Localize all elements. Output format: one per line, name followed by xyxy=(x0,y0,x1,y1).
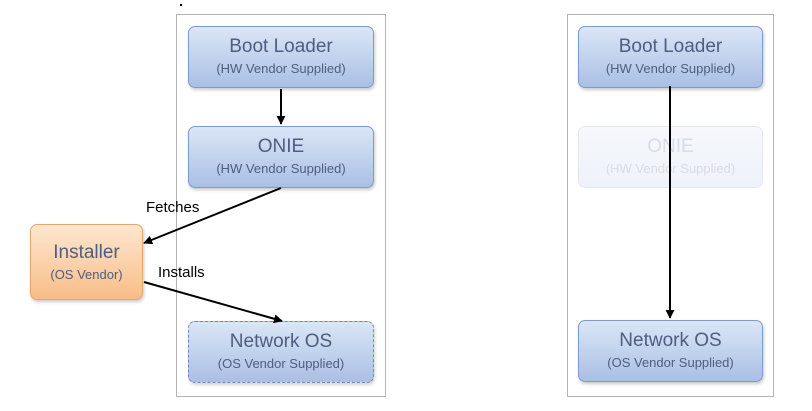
boot-loader-box-left: Boot Loader (HW Vendor Supplied) xyxy=(188,26,374,88)
installer-box: Installer (OS Vendor) xyxy=(30,224,143,300)
onie-box-left: ONIE (HW Vendor Supplied) xyxy=(188,126,374,188)
network-os-subtitle-left: (OS Vendor Supplied) xyxy=(217,356,345,371)
installer-subtitle: (OS Vendor) xyxy=(50,267,123,282)
fetches-label: Fetches xyxy=(146,199,200,216)
onie-subtitle-left: (HW Vendor Supplied) xyxy=(216,161,346,176)
boot-loader-subtitle-left: (HW Vendor Supplied) xyxy=(216,61,346,76)
onie-title-right: ONIE xyxy=(647,136,694,157)
network-os-subtitle-right: (OS Vendor Supplied) xyxy=(607,355,734,370)
onie-box-right-faded: ONIE (HW Vendor Supplied) xyxy=(578,126,763,188)
onie-subtitle-right: (HW Vendor Supplied) xyxy=(605,161,736,176)
installer-title: Installer xyxy=(53,242,120,263)
boot-loader-subtitle-right: (HW Vendor Supplied) xyxy=(605,61,736,76)
network-os-title-right: Network OS xyxy=(619,330,722,351)
boot-loader-title-right: Boot Loader xyxy=(618,36,723,57)
boot-loader-box-right: Boot Loader (HW Vendor Supplied) xyxy=(578,26,763,88)
installs-label: Installs xyxy=(158,264,205,281)
onie-title-left: ONIE xyxy=(257,136,305,157)
stray-dot xyxy=(180,4,182,6)
network-os-title-left: Network OS xyxy=(229,331,333,352)
boot-loader-title-left: Boot Loader xyxy=(229,36,333,57)
network-os-box-right: Network OS (OS Vendor Supplied) xyxy=(578,320,763,382)
network-os-box-left: Network OS (OS Vendor Supplied) xyxy=(188,321,374,383)
